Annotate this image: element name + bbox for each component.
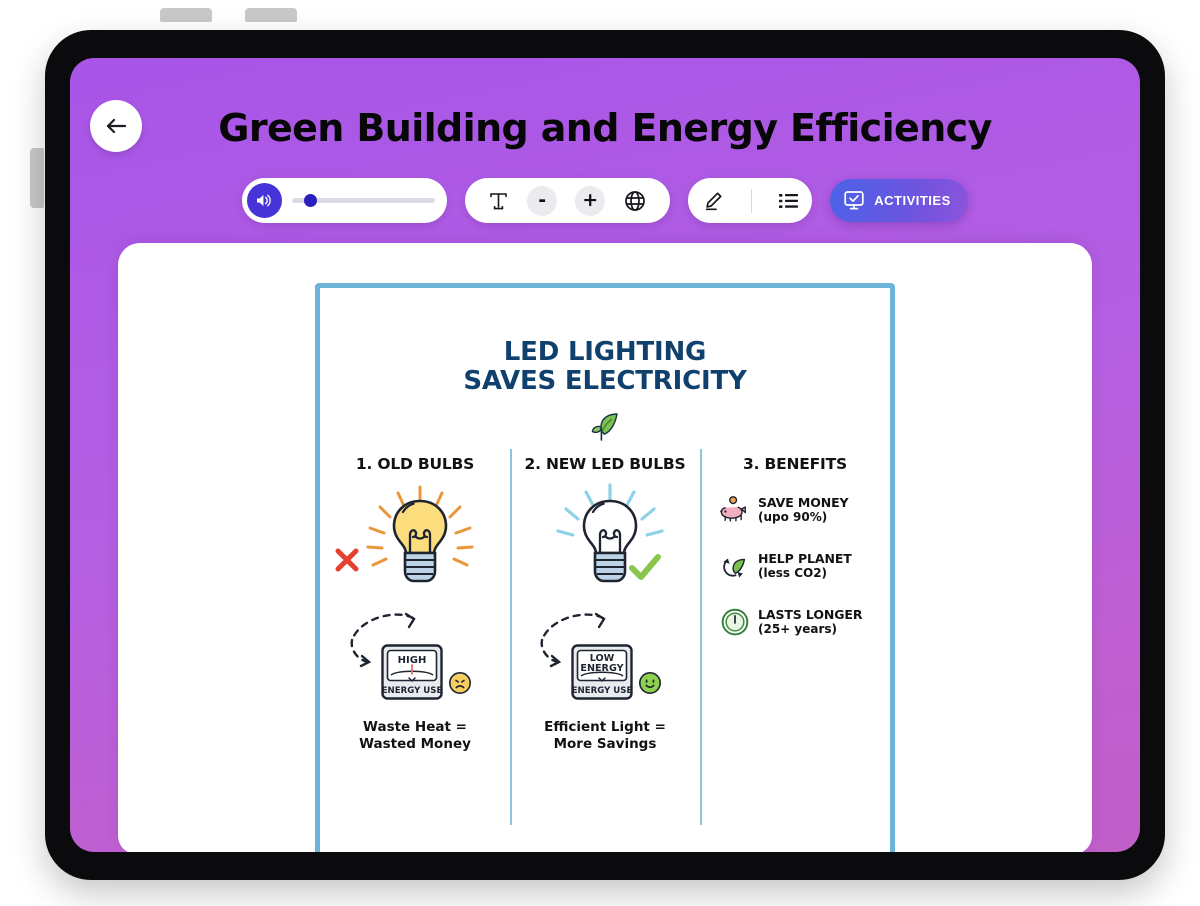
column-caption: Waste Heat = Wasted Money [326,719,504,754]
led-meter-illustration: LOW ENERGY ENERGY USE [516,612,694,719]
benefit-title: SAVE MONEY [758,494,849,510]
list-view-icon[interactable] [778,193,799,209]
column-benefits: 3. BENEFITS [700,448,890,825]
activities-label: ACTIVITIES [874,193,951,208]
led-lighting-infographic: LED LIGHTING SAVES ELECTRICITY [315,283,895,852]
sad-face-icon [448,671,472,695]
leaf-icon [588,409,622,443]
benefit-text: HELP PLANET (less CO2) [758,551,852,581]
volume-slider[interactable] [292,194,436,208]
green-check-icon [628,552,662,582]
column-new-led-bulbs: 2. NEW LED BULBS [510,448,700,825]
tablet-device-frame: Green Building and Energy Efficiency [45,30,1165,880]
benefit-title: HELP PLANET [758,550,852,566]
increase-text-size-button[interactable]: + [575,185,606,216]
old-bulb-illustration [326,479,504,614]
tablet-screen: Green Building and Energy Efficiency [70,58,1140,852]
happy-face-icon [638,671,662,695]
led-bulb-icon [550,483,670,603]
svg-text:HIGH: HIGH [398,655,427,666]
lesson-content-card: LED LIGHTING SAVES ELECTRICITY [118,243,1092,852]
energy-meter-low: LOW ENERGY ENERGY USE [571,644,633,700]
svg-text:ENERGY USE: ENERGY USE [382,686,443,696]
old-bulb-meter-illustration: HIGH ENERGY USE [326,612,504,719]
benefit-title: LASTS LONGER [758,606,863,622]
energy-meter-high: HIGH ENERGY USE [381,644,443,700]
column-caption: Efficient Light = More Savings [516,719,694,754]
column-heading: 3. BENEFITS [743,454,847,473]
volume-down-hardware-button[interactable] [245,8,297,22]
reader-toolbar: - + [70,178,1140,223]
arrow-left-icon [105,117,127,135]
caption-line1: Waste Heat = [363,718,467,735]
benefit-subtitle: (less CO2) [758,566,828,580]
speaker-volume-icon[interactable] [247,183,283,218]
list-item: LASTS LONGER (25+ years) [720,607,884,637]
back-button[interactable] [90,100,142,152]
column-old-bulbs: 1. OLD BULBS [320,455,510,785]
caption-line2: Wasted Money [359,736,471,753]
curved-arrow-icon [530,612,620,680]
caption-line2: More Savings [553,736,657,753]
text-size-control-group: - + [465,178,671,223]
volume-slider-thumb[interactable] [303,194,317,207]
led-bulb-illustration [516,479,694,614]
power-hardware-button[interactable] [30,148,44,208]
caption-line1: Efficient Light = [544,718,666,735]
audio-control-group [242,178,448,223]
benefit-text: SAVE MONEY (upo 90%) [758,495,849,525]
benefit-text: LASTS LONGER (25+ years) [758,607,862,637]
recycle-leaf-icon [720,551,750,581]
list-item: SAVE MONEY (upo 90%) [720,495,884,525]
svg-text:ENERGY USE: ENERGY USE [572,686,633,696]
infographic-columns: 1. OLD BULBS [320,448,890,825]
annotation-tool-group [688,178,813,223]
decrease-text-size-button[interactable]: - [527,185,558,216]
text-format-icon[interactable] [488,190,509,212]
infographic-title-line1: LED LIGHTING [503,337,707,367]
curved-arrow-icon [340,612,430,680]
page-title: Green Building and Energy Efficiency [218,106,992,150]
svg-text:LOW: LOW [590,653,615,664]
clock-circle-icon [720,607,750,637]
red-x-icon [332,545,362,575]
svg-text:ENERGY: ENERGY [580,663,624,674]
column-heading: 2. NEW LED BULBS [524,454,686,473]
infographic-title-line2: SAVES ELECTRICITY [463,366,747,397]
volume-slider-track [292,198,436,203]
globe-icon[interactable] [623,189,647,213]
leaf-decoration [320,409,890,443]
toolbar-divider [750,188,752,213]
volume-up-hardware-button[interactable] [160,8,212,22]
column-heading: 1. OLD BULBS [355,454,475,473]
piggy-bank-icon [720,495,750,525]
benefit-subtitle: (upo 90%) [758,510,828,524]
infographic-title: LED LIGHTING SAVES ELECTRICITY [320,337,890,397]
benefits-list: SAVE MONEY (upo 90%) [706,473,884,637]
benefit-subtitle: (25+ years) [758,622,838,636]
pencil-edit-icon[interactable] [702,190,724,212]
monitor-check-icon [843,190,865,211]
incandescent-bulb-icon [360,483,480,603]
activities-button[interactable]: ACTIVITIES [830,179,968,222]
list-item: HELP PLANET (less CO2) [720,551,884,581]
